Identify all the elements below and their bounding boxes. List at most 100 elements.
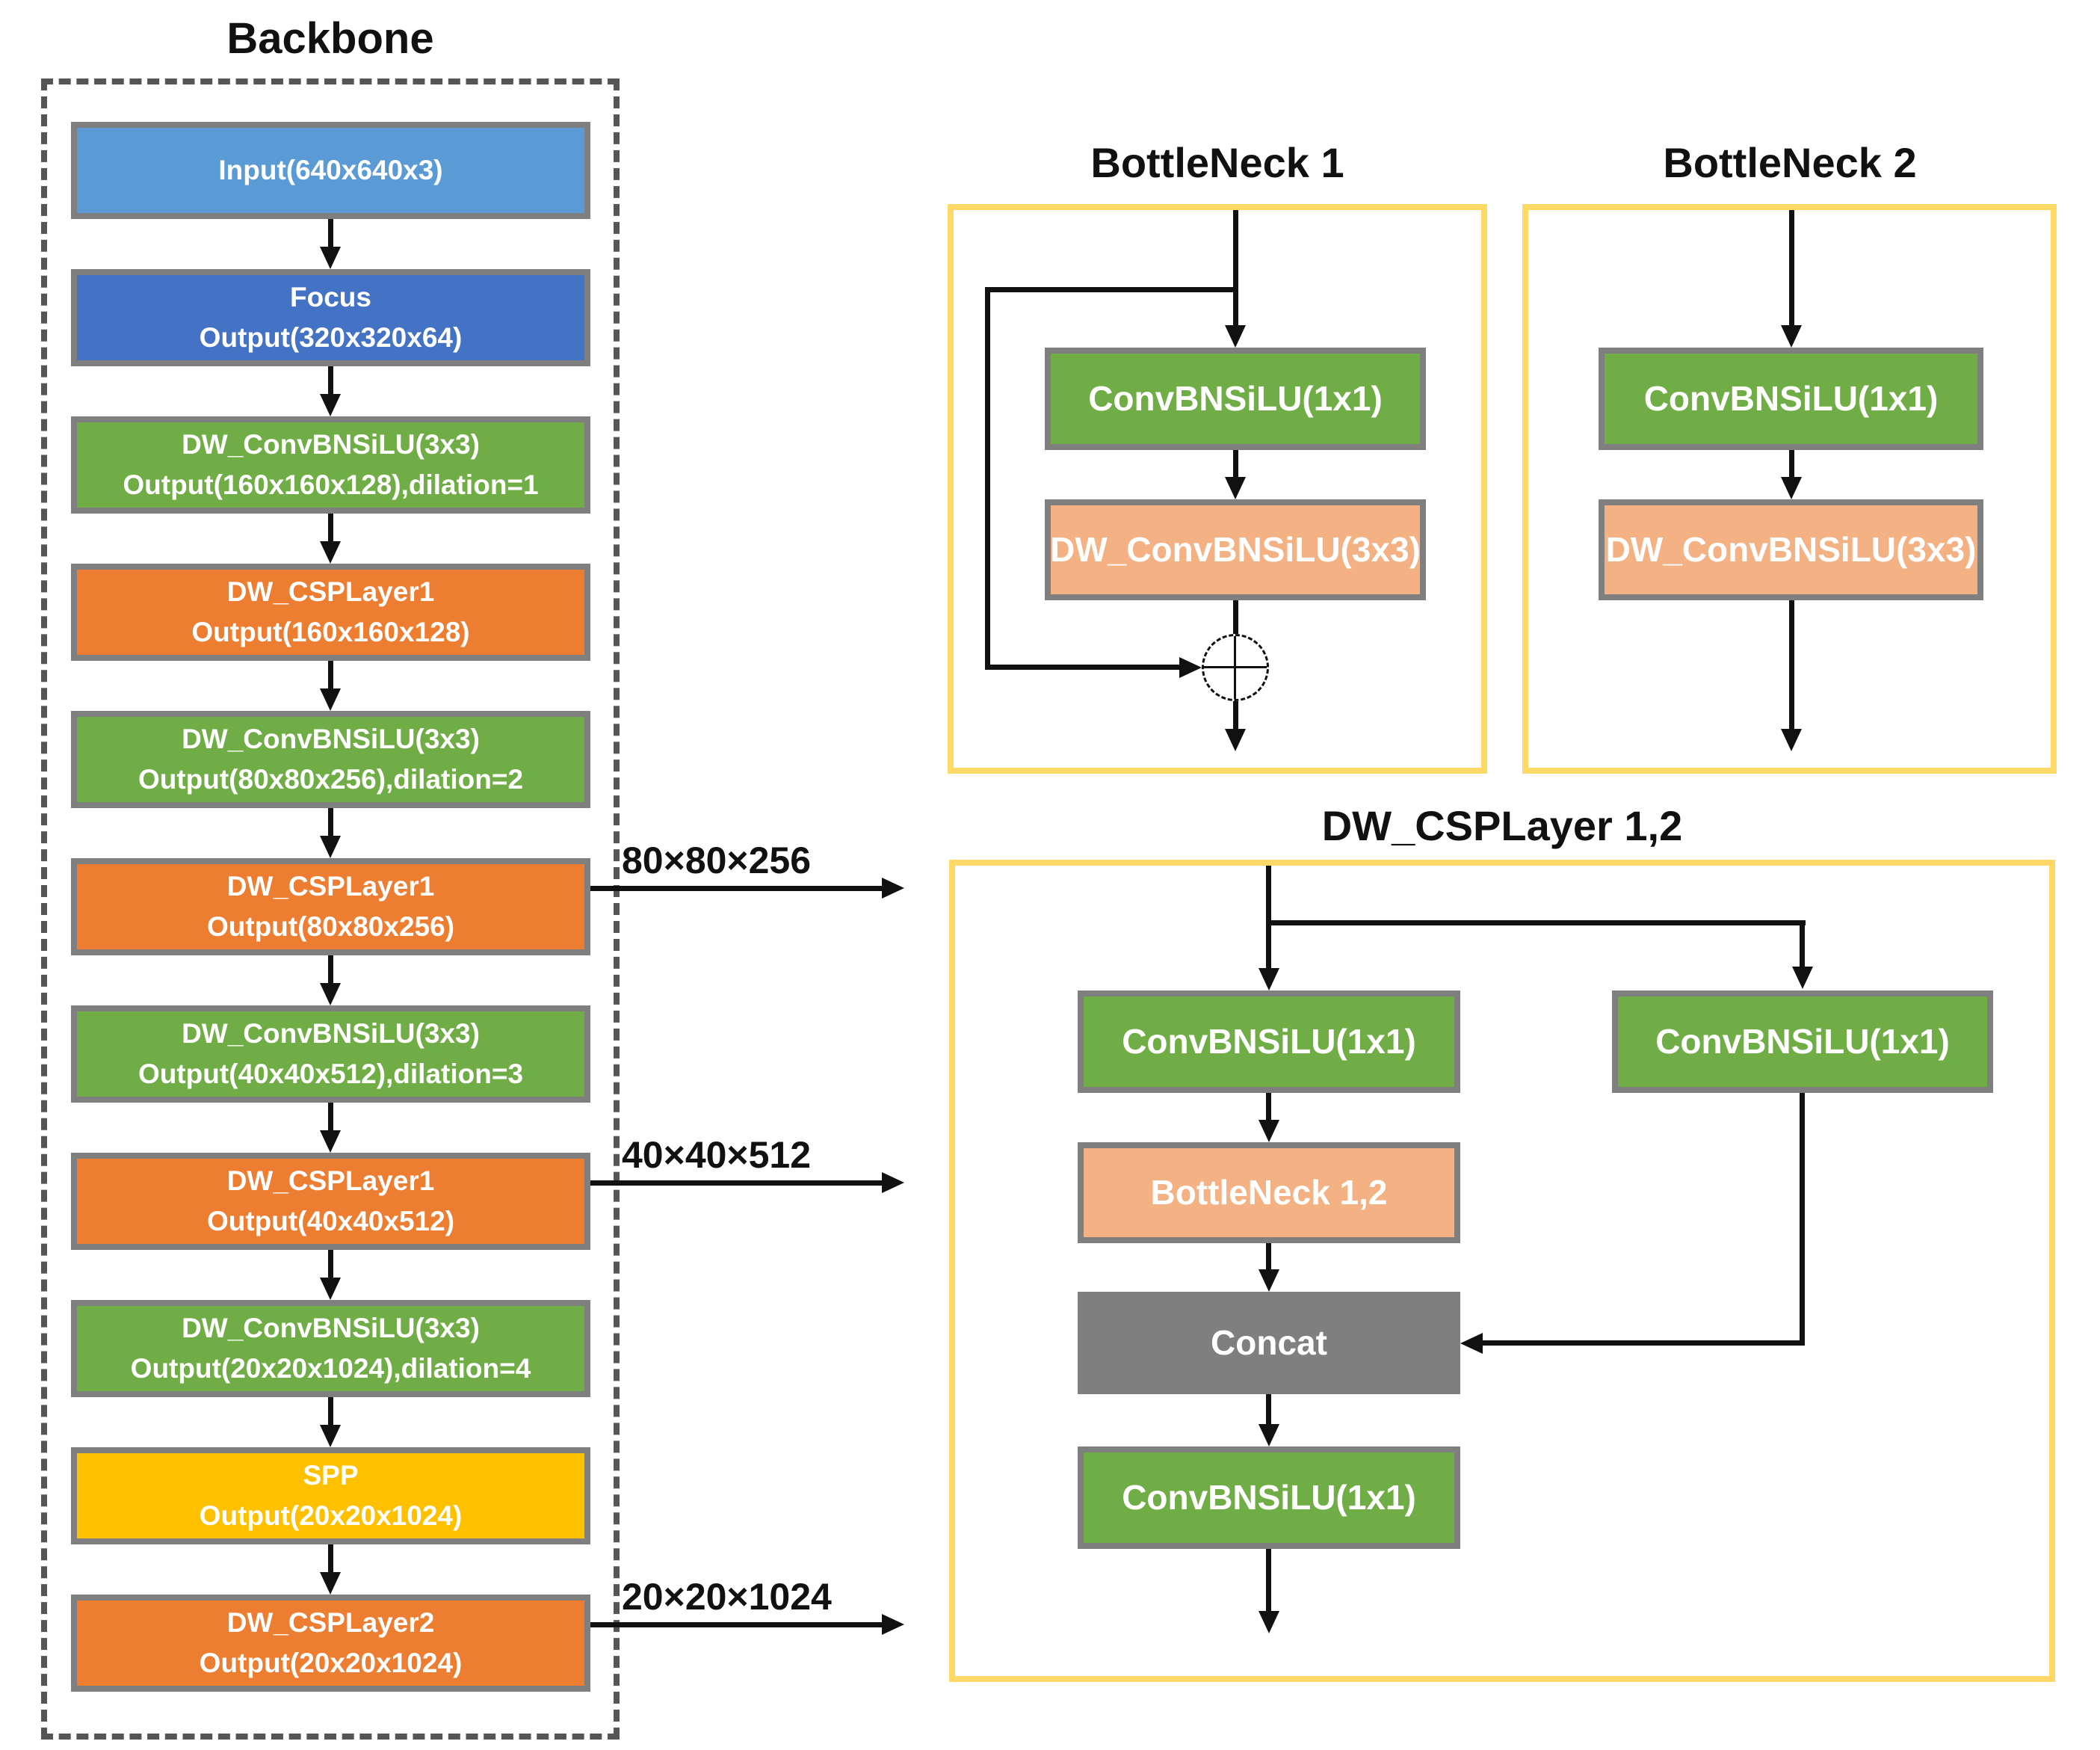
block-label: DW_CSPLayer1 <box>226 1165 435 1197</box>
bottleneck1-dwconv3x3: DW_ConvBNSiLU(3x3) <box>1045 499 1426 600</box>
backbone-block-input: Input(640x640x3) <box>71 122 590 219</box>
arrow-down-icon <box>320 1130 341 1153</box>
block-label: DW_CSPLayer1 <box>226 871 435 902</box>
arrow-down-icon <box>1225 325 1246 348</box>
flow-line <box>328 1250 333 1278</box>
backbone-title: Backbone <box>226 14 434 63</box>
csplayer-bottleneck: BottleNeck 1,2 <box>1078 1142 1460 1243</box>
arrow-down-icon <box>320 541 341 564</box>
block-sublabel: Output(20x20x1024),dilation=4 <box>130 1353 531 1384</box>
arrow-down-icon <box>1792 967 1813 989</box>
arrow-down-icon <box>320 688 341 711</box>
output-dim-40: 40×40×512 <box>622 1134 812 1176</box>
arrow-right-icon <box>882 1172 904 1193</box>
backbone-block-csplayer2: DW_CSPLayer2 Output(20x20x1024) <box>71 1595 590 1692</box>
flow-line <box>1266 1394 1271 1424</box>
flow-line <box>1789 210 1794 325</box>
backbone-block-csplayer1-b: DW_CSPLayer1 Output(80x80x256) <box>71 858 590 955</box>
flow-line <box>1789 600 1794 729</box>
block-label: BottleNeck 1,2 <box>1150 1172 1388 1212</box>
backbone-block-focus: Focus Output(320x320x64) <box>71 269 590 366</box>
bottleneck2-title: BottleNeck 2 <box>1663 139 1917 186</box>
output-dim-20: 20×20×1024 <box>622 1576 832 1618</box>
add-icon-bar <box>1234 636 1236 699</box>
block-label: ConvBNSiLU(1x1) <box>1655 1021 1950 1061</box>
skip-line <box>985 287 990 670</box>
arrow-down-icon <box>320 247 341 269</box>
arrow-down-icon <box>1225 477 1246 499</box>
arrow-down-icon <box>320 1278 341 1300</box>
skip-line <box>988 287 1235 292</box>
flow-line <box>1233 210 1238 325</box>
arrow-down-icon <box>1259 1611 1279 1633</box>
flow-line <box>590 886 882 891</box>
block-label: ConvBNSiLU(1x1) <box>1122 1477 1416 1517</box>
backbone-block-csplayer1-c: DW_CSPLayer1 Output(40x40x512) <box>71 1153 590 1250</box>
arrow-down-icon <box>1781 729 1802 751</box>
backbone-block-spp: SPP Output(20x20x1024) <box>71 1447 590 1544</box>
flow-line <box>1233 600 1238 634</box>
arrow-down-icon <box>1259 1120 1279 1142</box>
flow-line <box>328 1544 333 1572</box>
arrow-right-icon <box>882 878 904 899</box>
backbone-block-dwconv-1: DW_ConvBNSiLU(3x3) Output(160x160x128),d… <box>71 416 590 514</box>
block-sublabel: Output(320x320x64) <box>199 322 463 353</box>
arrow-right-icon <box>882 1614 904 1635</box>
flow-line <box>590 1622 882 1627</box>
block-label: Input(640x640x3) <box>218 155 443 186</box>
flow-line <box>328 955 333 983</box>
csplayer-concat: Concat <box>1078 1292 1460 1394</box>
block-sublabel: Output(20x20x1024) <box>199 1648 463 1678</box>
flow-line <box>328 366 333 394</box>
arrow-down-icon <box>1781 325 1802 348</box>
block-label: Focus <box>290 282 371 313</box>
branch-line <box>1483 1340 1800 1346</box>
arrow-down-icon <box>320 1425 341 1447</box>
flow-line <box>1266 1243 1271 1269</box>
flow-line <box>1266 1093 1271 1120</box>
backbone-block-dwconv-2: DW_ConvBNSiLU(3x3) Output(80x80x256),dil… <box>71 711 590 808</box>
bottleneck1-title: BottleNeck 1 <box>1090 139 1344 186</box>
block-sublabel: Output(40x40x512),dilation=3 <box>138 1059 524 1089</box>
arrow-down-icon <box>320 394 341 416</box>
block-label: ConvBNSiLU(1x1) <box>1122 1021 1416 1061</box>
block-label: Concat <box>1211 1322 1327 1362</box>
block-label: DW_CSPLayer2 <box>226 1607 435 1639</box>
arrow-down-icon <box>1259 1424 1279 1446</box>
block-label: ConvBNSiLU(1x1) <box>1088 378 1383 418</box>
arrow-down-icon <box>1781 477 1802 499</box>
backbone-block-dwconv-3: DW_ConvBNSiLU(3x3) Output(40x40x512),dil… <box>71 1005 590 1103</box>
backbone-block-dwconv-4: DW_ConvBNSiLU(3x3) Output(20x20x1024),di… <box>71 1300 590 1397</box>
flow-line <box>328 808 333 836</box>
backbone-block-csplayer1-a: DW_CSPLayer1 Output(160x160x128) <box>71 564 590 661</box>
flow-line <box>1266 866 1271 968</box>
block-sublabel: Output(160x160x128),dilation=1 <box>123 469 539 500</box>
block-label: DW_ConvBNSiLU(3x3) <box>182 429 480 460</box>
bottleneck2-conv1x1: ConvBNSiLU(1x1) <box>1599 348 1983 450</box>
arrow-down-icon <box>1259 968 1279 990</box>
bottleneck2-dwconv3x3: DW_ConvBNSiLU(3x3) <box>1599 499 1983 600</box>
arrow-down-icon <box>1259 1269 1279 1292</box>
block-sublabel: Output(80x80x256) <box>206 911 455 942</box>
arrow-down-icon <box>1225 729 1246 751</box>
block-label: SPP <box>303 1460 359 1491</box>
csplayer-panel <box>949 860 2055 1682</box>
branch-line <box>1269 920 1806 925</box>
flow-line <box>328 661 333 688</box>
flow-line <box>1233 701 1238 729</box>
block-label: ConvBNSiLU(1x1) <box>1643 378 1939 418</box>
bottleneck1-conv1x1: ConvBNSiLU(1x1) <box>1045 348 1426 450</box>
arrow-down-icon <box>320 1572 341 1595</box>
block-label: DW_ConvBNSiLU(3x3) <box>182 1313 480 1344</box>
block-sublabel: Output(20x20x1024) <box>199 1500 463 1531</box>
flow-line <box>1266 1549 1271 1611</box>
block-label: DW_ConvBNSiLU(3x3) <box>1050 529 1421 569</box>
arrow-left-icon <box>1460 1333 1483 1354</box>
flow-line <box>328 514 333 541</box>
backbone-panel <box>41 78 620 1740</box>
arrow-right-icon <box>1179 657 1202 678</box>
flow-line <box>328 219 333 247</box>
block-label: DW_ConvBNSiLU(3x3) <box>182 724 480 755</box>
csplayer-conv1x1-right: ConvBNSiLU(1x1) <box>1612 990 1993 1093</box>
